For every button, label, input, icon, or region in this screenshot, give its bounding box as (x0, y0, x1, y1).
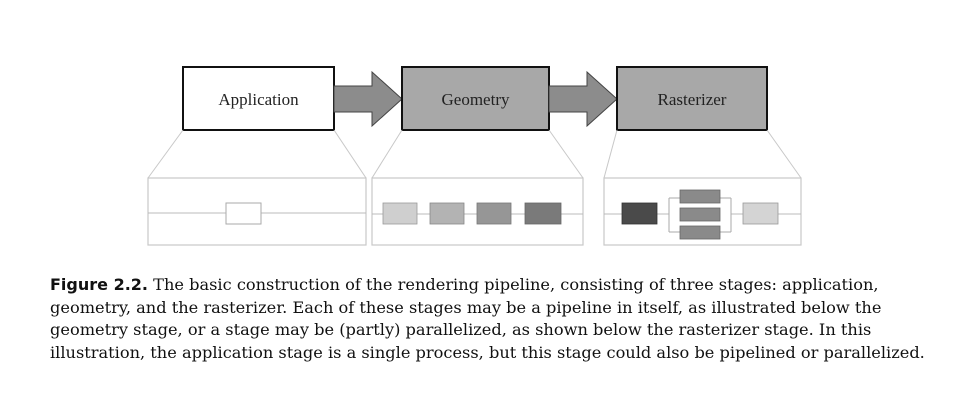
geometry-label: Geometry (442, 90, 510, 109)
rasterizer-detail-panel (603, 177, 802, 246)
arrow-application-to-geometry (333, 70, 403, 128)
application-box (182, 66, 335, 131)
rasterizer-input-box (621, 202, 658, 225)
rasterizer-parallel-unit-3 (679, 225, 721, 240)
rendering-pipeline-diagram: Application Geometry Rasterizer (147, 66, 802, 246)
expansion-lines (147, 129, 802, 179)
rasterizer-output-box (742, 202, 779, 225)
arrow-geometry-to-rasterizer (548, 70, 618, 128)
rasterizer-parallel-unit-1 (679, 189, 721, 204)
geometry-box (401, 66, 550, 131)
rasterizer-parallel-bracket (668, 197, 732, 233)
geometry-detail-panel (371, 177, 584, 246)
application-stage: Application (182, 66, 335, 131)
caption-label: Figure 2.2. (50, 275, 148, 294)
caption-text: The basic construction of the rendering … (50, 275, 925, 362)
geometry-substage-2 (429, 202, 465, 225)
rasterizer-label: Rasterizer (658, 90, 727, 109)
rasterizer-parallel-unit-2 (679, 207, 721, 222)
rasterizer-stage: Rasterizer (616, 66, 768, 131)
geometry-substage-3 (476, 202, 512, 225)
geometry-substage-4 (524, 202, 562, 225)
application-process-box (225, 202, 262, 225)
application-label: Application (218, 90, 299, 109)
application-detail-panel (147, 177, 367, 246)
rasterizer-box (616, 66, 768, 131)
figure-caption: Figure 2.2. The basic construction of th… (50, 274, 930, 364)
geometry-stage: Geometry (401, 66, 550, 131)
geometry-substage-1 (382, 202, 418, 225)
